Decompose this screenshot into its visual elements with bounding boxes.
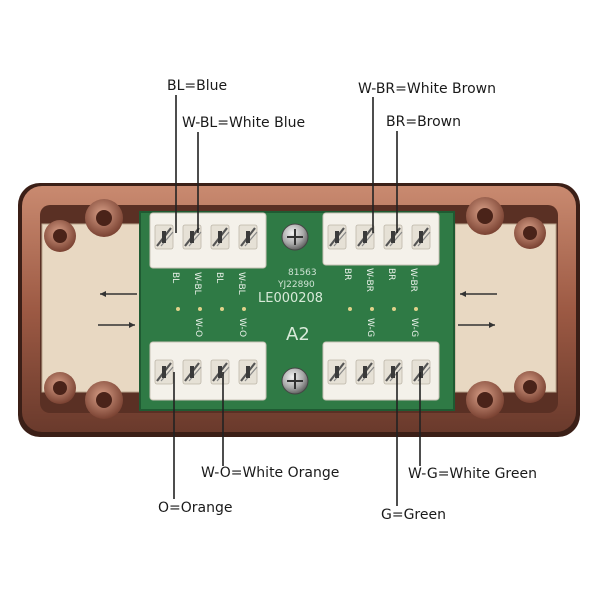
pin-label: BL	[170, 272, 180, 283]
idc-contact	[240, 362, 258, 382]
pin-label: W-BR	[408, 268, 418, 292]
right-plate	[454, 223, 557, 393]
terminal-block-bottom-left	[149, 341, 267, 401]
board-code-2: YJ22890	[277, 280, 315, 290]
pin-label: W-BL	[236, 272, 246, 295]
pin-label: BR	[386, 268, 396, 280]
terminal-blocks	[149, 212, 440, 401]
label-wg: W-G=White Green	[408, 466, 537, 482]
leader-lines	[173, 95, 421, 506]
label-wo: W-O=White Orange	[201, 465, 340, 481]
idc-contact	[329, 362, 347, 382]
idc-contact	[156, 362, 174, 382]
pin-label: W-BL	[192, 272, 202, 295]
label-wbr: W-BR=White Brown	[358, 81, 496, 97]
idc-contact	[212, 227, 230, 247]
idc-contact	[240, 227, 258, 247]
idc-contact	[184, 362, 202, 382]
pin-label: W-BR	[364, 268, 374, 292]
idc-contact	[329, 227, 347, 247]
terminal-block-top-left	[149, 212, 267, 269]
board-code-3: LE000208	[258, 291, 323, 306]
pin-label: W-G	[409, 318, 419, 337]
mounting-bosses	[44, 197, 546, 419]
pin-labels: BL W-BL BL W-BL BR W-BR BR W-BR W-O W-O …	[170, 268, 419, 337]
idc-contact	[357, 227, 375, 247]
pin-label: BL	[214, 272, 224, 283]
board-code-1: 81563	[288, 268, 317, 278]
board-model: A2	[286, 324, 310, 345]
center-screws	[281, 223, 309, 395]
terminal-block-bottom-right	[322, 341, 440, 401]
idc-contact	[156, 227, 174, 247]
pin-label: BR	[342, 268, 352, 280]
label-o: O=Orange	[158, 500, 233, 516]
label-wbl: W-BL=White Blue	[182, 115, 306, 131]
label-br: BR=Brown	[386, 114, 462, 130]
terminal-block-top-right	[322, 212, 440, 266]
pin-label: W-O	[237, 318, 247, 337]
pin-label: W-G	[365, 318, 375, 337]
idc-contact	[385, 362, 403, 382]
label-bl: BL=Blue	[167, 78, 228, 94]
idc-contact	[413, 227, 431, 247]
pin-label: W-O	[193, 318, 203, 337]
label-g: G=Green	[381, 507, 446, 523]
idc-contact	[184, 227, 202, 247]
idc-contact	[357, 362, 375, 382]
